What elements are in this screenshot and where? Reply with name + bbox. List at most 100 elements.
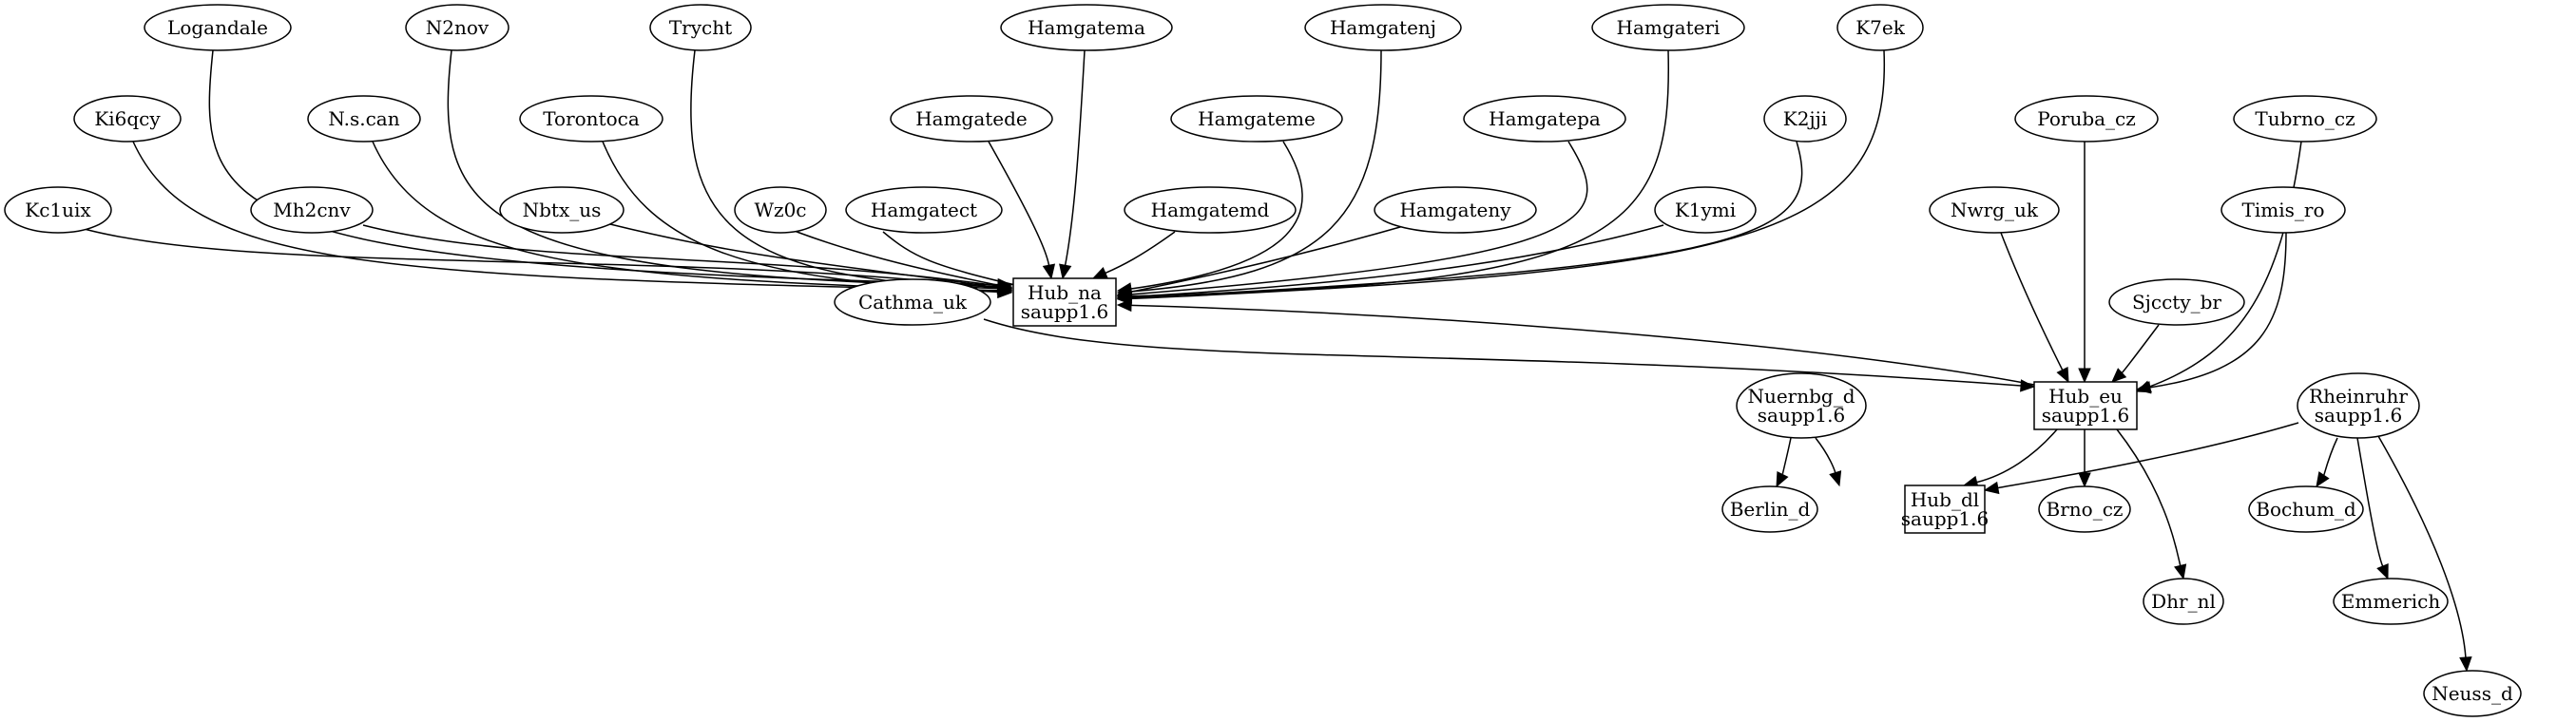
node-hamgateri[interactable]: Hamgateri (1591, 4, 1745, 51)
node-ellipse (1591, 4, 1745, 51)
edge-line (1130, 224, 1408, 293)
edge-line (988, 141, 1050, 266)
node-hamgatede[interactable]: Hamgatede (890, 95, 1053, 142)
node-ki6qcy[interactable]: Ki6qcy (73, 95, 182, 142)
node-logandale[interactable]: Logandale (144, 4, 292, 51)
node-hamgatect[interactable]: Hamgatect (845, 186, 1003, 234)
node-bochum-d[interactable]: Bochum_d (2248, 485, 2364, 533)
edge-line (1130, 49, 1670, 297)
node-label: Trycht (669, 16, 732, 39)
node-k1ymi[interactable]: K1ymi (1654, 186, 1757, 234)
node-label: Hamgatemd (1151, 199, 1270, 221)
node-emmerich[interactable]: Emmerich (2333, 578, 2449, 625)
node-neuss-d[interactable]: Neuss_d (2423, 670, 2522, 717)
node-label: Berlin_d (1730, 498, 1811, 521)
arrowhead-icon (1829, 470, 1842, 487)
node-label: Hamgatect (871, 199, 977, 221)
node-nscan[interactable]: N.s.can (307, 95, 421, 142)
edge-line (2000, 232, 2064, 370)
edge-line (1130, 141, 1303, 290)
node-poruba-cz[interactable]: Poruba_cz (2014, 95, 2159, 142)
node-ellipse (2220, 186, 2346, 234)
node-label: Hamgatede (915, 107, 1028, 130)
node-hamgateny[interactable]: Hamgateny (1374, 186, 1537, 234)
node-k7ek[interactable]: K7ek (1836, 4, 1924, 51)
node-label: N2nov (426, 16, 490, 39)
node-timis-ro[interactable]: Timis_ro (2220, 186, 2346, 234)
edge-hamgatede-to-hub-na (988, 141, 1056, 280)
node-k2jji[interactable]: K2jji (1763, 95, 1847, 142)
arrowhead-icon (2459, 656, 2472, 673)
node-ellipse (1763, 95, 1847, 142)
node-label: Mh2cnv (273, 199, 351, 221)
node-mh2cnv[interactable]: Mh2cnv (250, 186, 374, 234)
node-nwrg-uk[interactable]: Nwrg_uk (1929, 186, 2060, 234)
edge-hub-eu-to-hub-dl (1962, 428, 2058, 489)
node-label: Sjccty_br (2132, 291, 2221, 314)
node-label: Cathma_uk (858, 291, 968, 314)
node-ellipse (250, 186, 374, 234)
node-ellipse (2333, 578, 2449, 625)
node-hamgatemd[interactable]: Hamgatemd (1124, 186, 1297, 234)
node-hamgateme[interactable]: Hamgateme (1170, 95, 1343, 142)
node-ellipse (2248, 485, 2364, 533)
node-ellipse (73, 95, 182, 142)
node-n2nov[interactable]: N2nov (405, 4, 509, 51)
node-kc1uix[interactable]: Kc1uix (4, 186, 112, 234)
edge-line (362, 224, 999, 287)
node-cathma-uk[interactable]: Cathma_uk (834, 278, 991, 326)
arrowhead-icon (1983, 481, 2000, 495)
edge-line (983, 318, 2022, 387)
node-nbtx-us[interactable]: Nbtx_us (499, 186, 625, 234)
node-ellipse (2233, 95, 2377, 142)
edge-line (2149, 232, 2287, 389)
node-ellipse (405, 4, 509, 51)
edge-line (690, 49, 999, 290)
node-label: Rheinruhr (2309, 385, 2408, 408)
node-tubrno-cz[interactable]: Tubrno_cz (2233, 95, 2377, 142)
edge-line (2377, 435, 2467, 658)
edge-line (372, 141, 999, 293)
arrowhead-icon (1776, 471, 1789, 488)
node-trycht[interactable]: Trycht (649, 4, 752, 51)
node-ellipse (499, 186, 625, 234)
edge-hub-eu-to-dhr-nl (2116, 428, 2187, 580)
node-ellipse (1000, 4, 1173, 51)
edge-line (1130, 49, 1886, 300)
edge-line (1976, 428, 2058, 484)
node-dhr-nl[interactable]: Dhr_nl (2143, 578, 2224, 625)
node-berlin-d[interactable]: Berlin_d (1721, 485, 1818, 533)
node-ellipse (1374, 186, 1537, 234)
node-torontoca[interactable]: Torontoca (519, 95, 663, 142)
edge-line (73, 225, 999, 290)
node-hamgatepa[interactable]: Hamgatepa (1463, 95, 1626, 142)
node-hamgatema[interactable]: Hamgatema (1000, 4, 1173, 51)
node-label: Hamgatenj (1330, 16, 1436, 39)
node-label: Timis_ro (2242, 199, 2325, 221)
node-ellipse (890, 95, 1053, 142)
node-sjccty-br[interactable]: Sjccty_br (2108, 278, 2245, 326)
node-label: Hub_dl (1911, 488, 1979, 511)
node-ellipse (649, 4, 752, 51)
node-label: N.s.can (328, 107, 399, 130)
arrowhead-icon (2020, 379, 2036, 392)
node-ellipse (1304, 4, 1462, 51)
node-ellipse (1124, 186, 1297, 234)
node-ellipse (2038, 485, 2131, 533)
edge-line (777, 223, 999, 286)
arrowhead-icon (2316, 471, 2330, 488)
edge-cathma-uk-to-hub-eu (983, 318, 2036, 392)
node-brno-cz[interactable]: Brno_cz (2038, 485, 2131, 533)
edge-rheinruhr-to-emmerich (2356, 437, 2389, 580)
node-ellipse (2014, 95, 2159, 142)
node-label: Brno_cz (2047, 498, 2124, 521)
edge-line (2121, 324, 2160, 374)
node-hamgatenj[interactable]: Hamgatenj (1304, 4, 1462, 51)
node-wz0c[interactable]: Wz0c (734, 186, 827, 234)
edge-line (208, 49, 999, 286)
